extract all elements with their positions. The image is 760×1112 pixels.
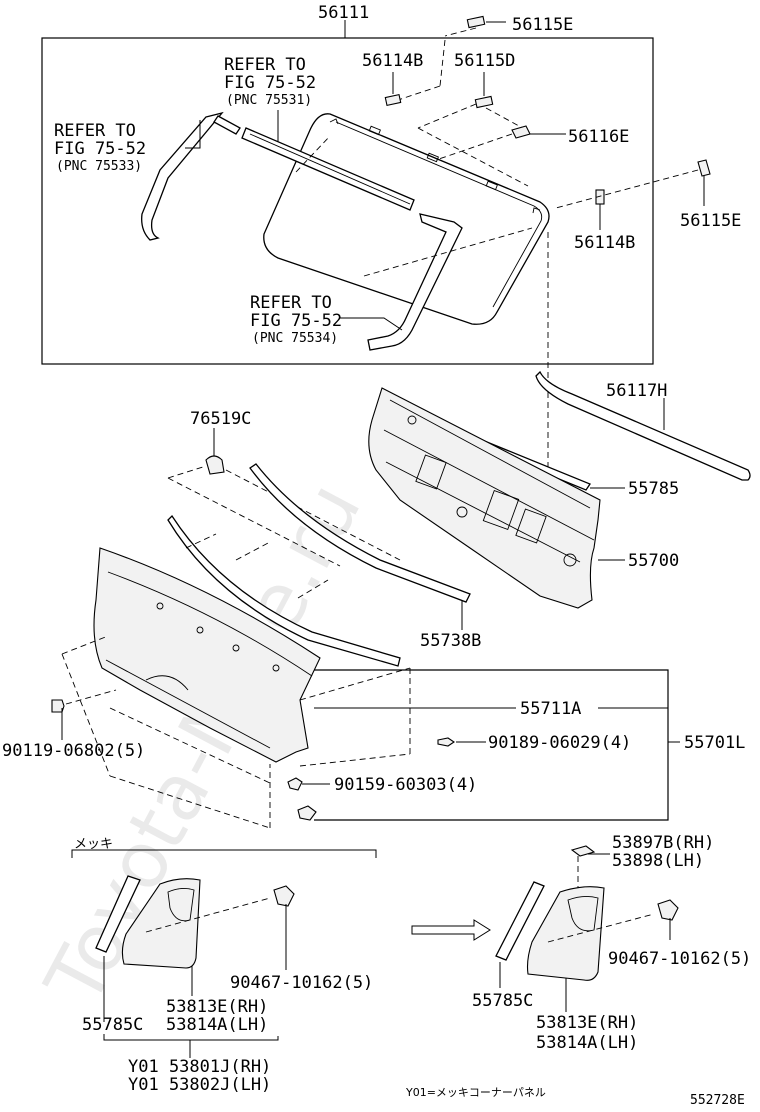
top-moulding (241, 127, 415, 211)
refer-75531-pnc: (PNC 75531) (226, 93, 312, 108)
bolt-90189 (437, 737, 455, 747)
callout-55785c-right: 55785C (472, 991, 533, 1011)
callout-55738b: 55738B (420, 631, 481, 651)
callout-56115d: 56115D (454, 51, 515, 71)
windshield-fasteners (384, 15, 711, 470)
callout-y01-rh: Y01 53801J(RH) (128, 1057, 271, 1077)
weatherstrip-56117h (535, 370, 751, 481)
callout-90159: 90159-60303(4) (334, 775, 477, 795)
left-pillar-moulding (141, 111, 224, 241)
windshield-group (41, 20, 654, 365)
callout-labels: 56111 56115E 56114B 56115D REFER TO FIG … (2, 3, 751, 1108)
callout-55700: 55700 (628, 551, 679, 571)
callout-56117h: 56117H (606, 381, 667, 401)
footnote: Y01=メッキコーナーパネル (405, 1086, 546, 1099)
callout-53814a-right: 53814A(LH) (536, 1033, 638, 1053)
clip-76519c (205, 455, 225, 475)
refer-75533-pnc: (PNC 75533) (56, 159, 142, 174)
callout-55785: 55785 (628, 479, 679, 499)
refer-75534-pnc: (PNC 75534) (252, 331, 338, 346)
bolt-90159 (287, 777, 303, 791)
bolt-90119 (51, 699, 65, 713)
callout-y01-lh: Y01 53802J(LH) (128, 1075, 271, 1095)
corner-panel-left (71, 849, 377, 1058)
callout-55701l: 55701L (684, 733, 745, 753)
callout-55785c-left: 55785C (82, 1015, 143, 1035)
back-panel-55711a (93, 547, 321, 763)
callout-90119: 90119-06802(5) (2, 741, 145, 761)
corner-panel-right (495, 845, 679, 1012)
callout-53813e-right: 53813E(RH) (536, 1013, 638, 1033)
callout-90189: 90189-06029(4) (488, 733, 631, 753)
callout-56115e-top: 56115E (512, 15, 573, 35)
callout-55711a: 55711A (520, 699, 581, 719)
callout-56111: 56111 (318, 3, 369, 23)
callout-56114b-right: 56114B (574, 233, 635, 253)
refer-75534-line2: FIG 75-52 (250, 311, 342, 331)
right-pillar-moulding (367, 213, 463, 351)
refer-75531-line2: FIG 75-52 (224, 73, 316, 93)
arrow-icon (411, 919, 491, 941)
cowl-panel-assembly (167, 370, 751, 667)
refer-75533-line2: FIG 75-52 (54, 139, 146, 159)
callout-53813e-left: 53813E(RH) (166, 997, 268, 1017)
callout-53814a-left: 53814A(LH) (166, 1015, 268, 1035)
callout-90467-left: 90467-10162(5) (230, 973, 373, 993)
clip-90467-left (273, 885, 295, 907)
callout-90467-right: 90467-10162(5) (608, 949, 751, 969)
callout-56115e-right: 56115E (680, 211, 741, 231)
callout-mekki: メッキ (74, 837, 113, 852)
seal-55738b (249, 463, 471, 603)
callout-56114b-top: 56114B (362, 51, 423, 71)
refer-75534-line1: REFER TO (250, 293, 332, 313)
callout-53897b: 53897B(RH) (612, 833, 714, 853)
back-panel-assembly (51, 547, 680, 829)
callout-76519c: 76519C (190, 409, 251, 429)
clip-90467-right (657, 899, 679, 921)
diagram-code: 552728E (690, 1093, 745, 1108)
callout-56116e: 56116E (568, 127, 629, 147)
refer-75533-line1: REFER TO (54, 121, 136, 141)
refer-75531-line1: REFER TO (224, 55, 306, 75)
callout-53898: 53898(LH) (612, 851, 704, 871)
cowl-panel-55700 (368, 387, 601, 609)
